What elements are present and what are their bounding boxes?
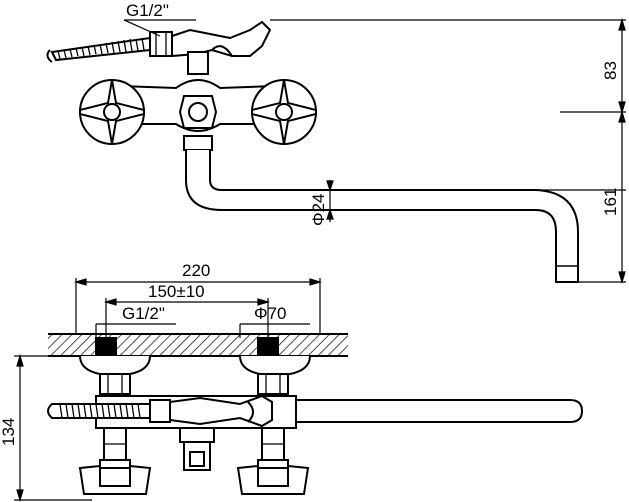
centers-150-label: 150±10: [148, 282, 205, 301]
dimensions-front: [123, 17, 626, 285]
height-83-label: 83: [601, 61, 620, 80]
left-connection-top: [79, 355, 151, 395]
right-handle-top: [236, 427, 310, 495]
thread-top-label: G1/2": [126, 1, 169, 20]
spout-front: [185, 150, 626, 283]
dimensions-top: [14, 278, 323, 502]
diverter-stem-front: [187, 51, 209, 75]
left-inlet: [95, 337, 117, 357]
hose-nut-top: [149, 399, 171, 423]
flange-diameter-label: Φ70: [254, 304, 286, 323]
front-view: [46, 19, 626, 283]
thread-bottom-label: G1/2": [122, 304, 165, 323]
depth-134-label: 134: [0, 418, 18, 446]
central-stem-top: [179, 427, 215, 471]
left-cross-handle-front: [79, 79, 145, 145]
shower-hose-front: [46, 36, 151, 63]
central-nut-front: [178, 95, 218, 151]
right-cross-handle-front: [251, 79, 317, 145]
left-handle-top: [78, 427, 152, 495]
right-connection-top: [239, 355, 311, 395]
spout-top: [290, 399, 584, 423]
pipe-diameter-label: Φ24: [309, 194, 328, 226]
width-220-label: 220: [182, 261, 210, 280]
top-view: [47, 333, 584, 495]
hose-nut-front: [149, 31, 173, 57]
shower-hose-top: [47, 403, 151, 419]
diverter-lever-front: [171, 19, 626, 58]
wall-hatched: [48, 333, 348, 357]
diverter-lever-top: [169, 394, 273, 428]
right-inlet: [257, 337, 279, 357]
height-161-label: 161: [601, 188, 620, 216]
